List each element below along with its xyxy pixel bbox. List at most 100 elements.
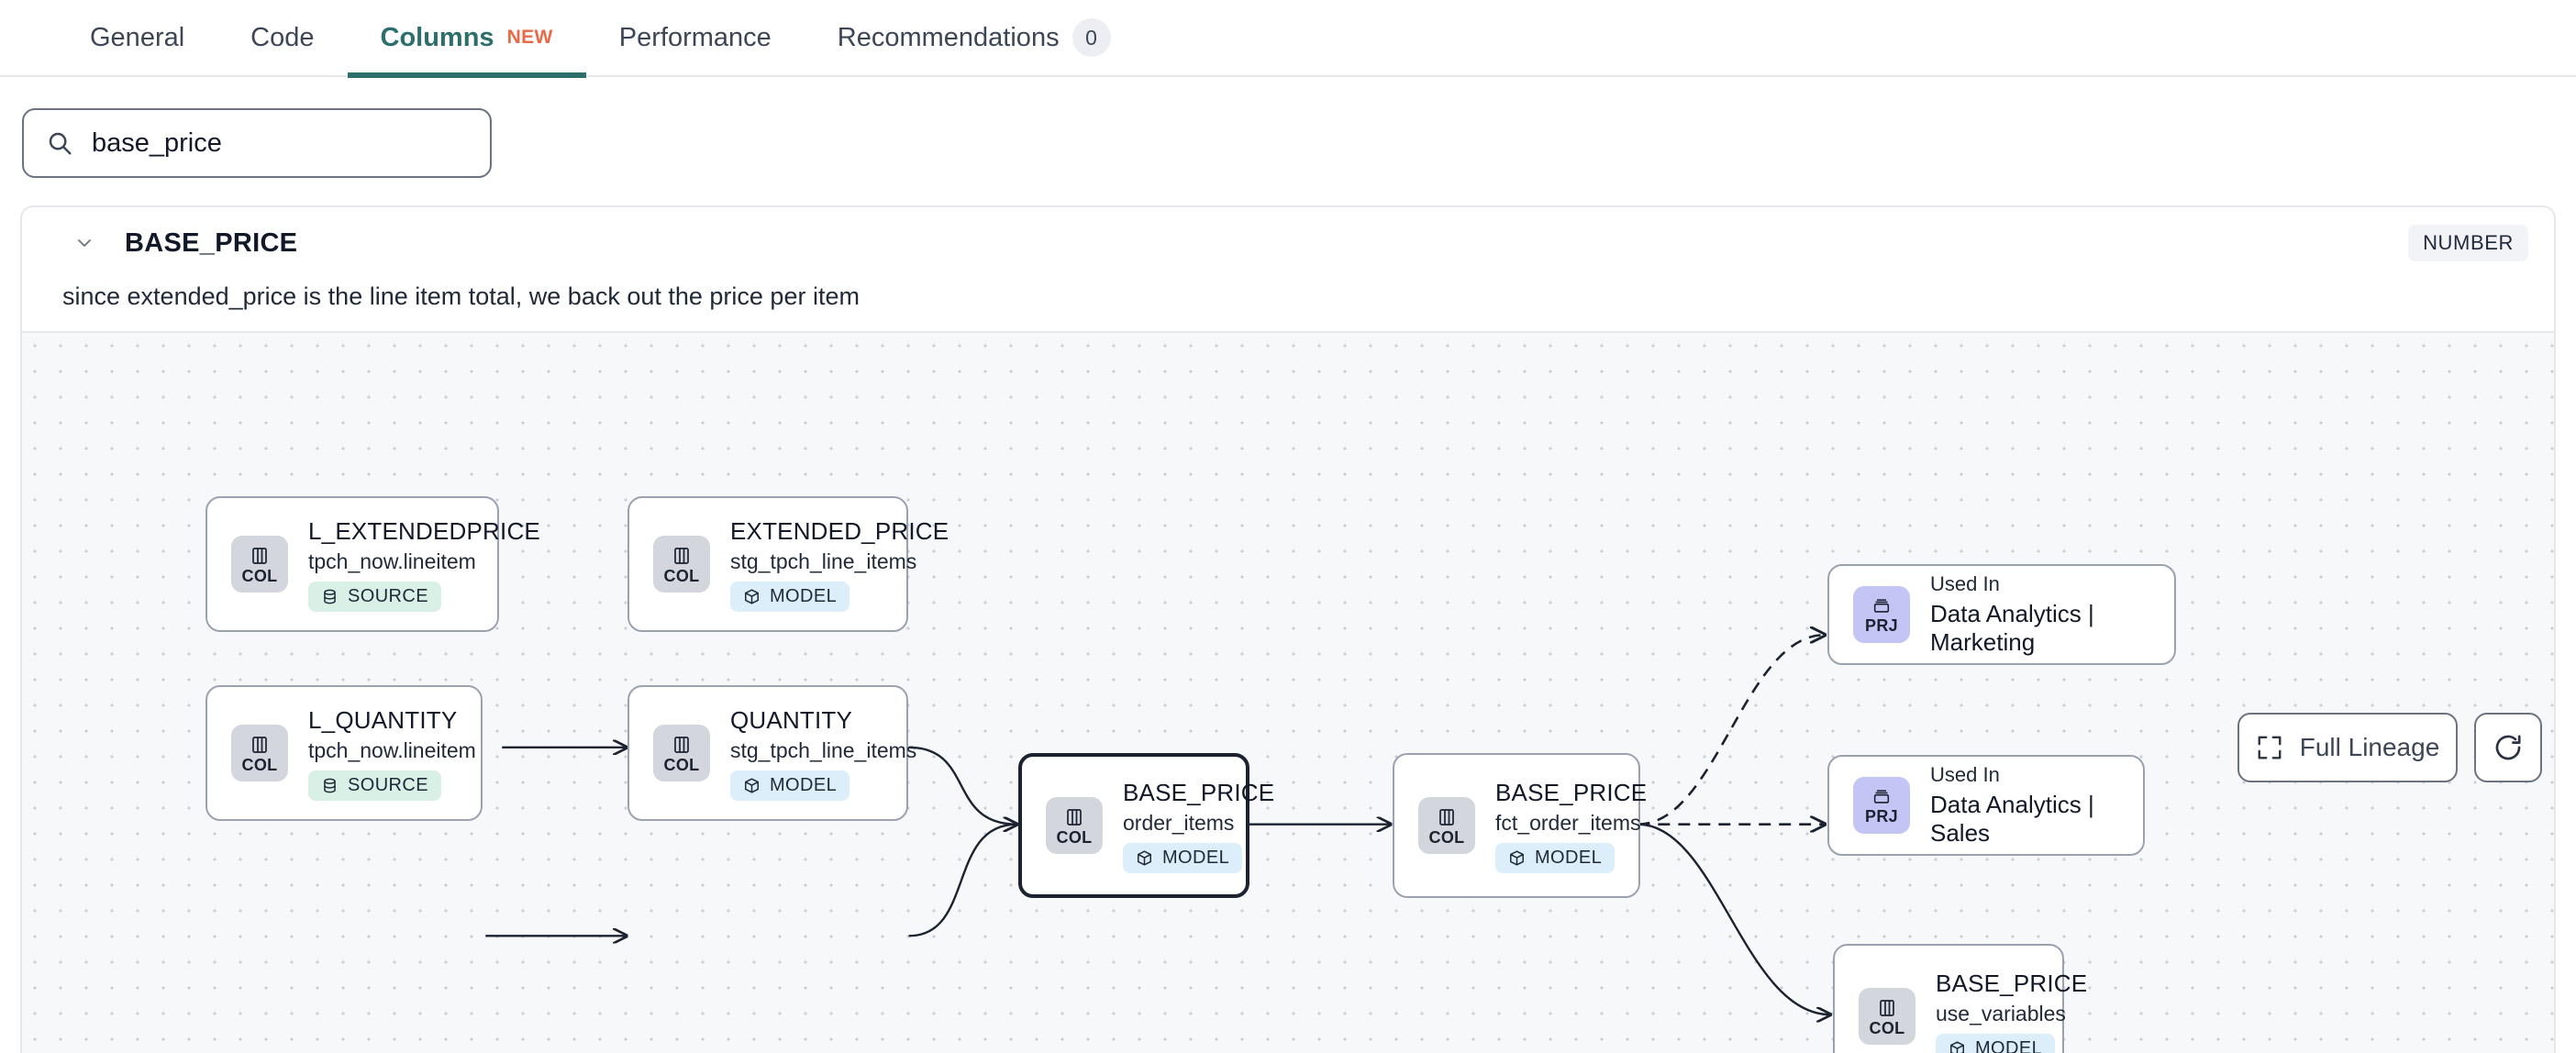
search-icon — [46, 129, 73, 157]
node-body: EXTENDED_PRICE stg_tpch_line_items MODEL — [730, 517, 949, 612]
node-body: Used In Data Analytics | Marketing — [1930, 572, 2150, 657]
lineage-node-base-price-order-items[interactable]: COL BASE_PRICE order_items MODEL — [1018, 753, 1274, 898]
node-tag-model: MODEL — [730, 770, 850, 801]
node-tag-label: MODEL — [770, 585, 838, 606]
chevron-down-icon[interactable] — [73, 232, 97, 254]
node-tag-model: MODEL — [730, 581, 850, 612]
search-input-value: base_price — [92, 127, 222, 158]
prj-badge-label: PRJ — [1865, 615, 1898, 635]
lineage-node-l-extendedprice[interactable]: COL L_EXTENDEDPRICE tpch_now.lineitem SO… — [205, 496, 540, 632]
node-body: BASE_PRICE use_variables MODEL — [1936, 970, 2087, 1053]
lineage-node-l-quantity[interactable]: COL L_QUANTITY tpch_now.lineitem SOURCE — [205, 685, 483, 821]
node-tag-label: MODEL — [770, 774, 838, 795]
col-badge: COL — [1418, 797, 1475, 854]
node-title: L_QUANTITY — [308, 705, 458, 734]
node-tag-source: SOURCE — [308, 770, 441, 801]
cube-icon — [743, 588, 761, 605]
column-type-badge: NUMBER — [2408, 225, 2528, 261]
expand-icon — [2256, 734, 2283, 761]
column-panel-header[interactable]: BASE_PRICE NUMBER — [22, 207, 2554, 279]
tab-label: Recommendations — [837, 22, 1060, 52]
col-badge: COL — [1046, 797, 1103, 854]
col-badge: COL — [653, 725, 710, 781]
tab-recommendations[interactable]: Recommendations 0 — [805, 0, 1144, 76]
node-tag-model: MODEL — [1123, 842, 1243, 873]
node-tag-label: SOURCE — [348, 774, 428, 795]
col-badge-label: COL — [663, 755, 700, 774]
node-title: BASE_PRICE — [1123, 778, 1275, 806]
cube-icon — [1136, 849, 1153, 867]
column-panel: BASE_PRICE NUMBER since extended_price i… — [20, 205, 2556, 1053]
search-input[interactable]: base_price — [22, 108, 492, 178]
full-lineage-button[interactable]: Full Lineage — [2237, 713, 2458, 782]
node-body: BASE_PRICE fct_order_items MODEL — [1495, 779, 1647, 873]
node-subtitle: order_items — [1123, 810, 1235, 835]
col-badge: COL — [1859, 988, 1915, 1045]
node-tag-label: MODEL — [1162, 847, 1230, 868]
node-subtitle: use_variables — [1936, 1001, 2066, 1025]
node-subtitle: tpch_now.lineitem — [308, 737, 476, 762]
prj-badge: PRJ — [1853, 586, 1910, 643]
node-body: L_EXTENDEDPRICE tpch_now.lineitem SOURCE — [308, 517, 540, 612]
tab-bar: General Code Columns NEW Performance Rec… — [0, 0, 2576, 78]
project-name: Data Analytics | Sales — [1930, 791, 2094, 847]
node-title: EXTENDED_PRICE — [730, 516, 949, 545]
cube-icon — [743, 777, 761, 794]
node-body: BASE_PRICE order_items MODEL — [1123, 779, 1274, 873]
tab-label: Code — [250, 22, 315, 52]
node-tag-label: MODEL — [1535, 847, 1603, 868]
node-body: L_QUANTITY tpch_now.lineitem SOURCE — [308, 706, 476, 801]
prj-badge: PRJ — [1853, 777, 1910, 834]
lineage-canvas[interactable]: COL L_EXTENDEDPRICE tpch_now.lineitem SO… — [22, 331, 2554, 1053]
tab-columns[interactable]: Columns NEW — [347, 0, 587, 78]
node-subtitle: stg_tpch_line_items — [730, 737, 917, 762]
tab-performance[interactable]: Performance — [586, 0, 805, 76]
node-subtitle: fct_order_items — [1495, 810, 1641, 835]
cube-icon — [1949, 1040, 1966, 1053]
refresh-button[interactable] — [2474, 713, 2542, 782]
column-description: since extended_price is the line item to… — [62, 283, 860, 310]
node-tag-label: SOURCE — [348, 585, 428, 606]
node-tag-source: SOURCE — [308, 581, 441, 612]
node-title: L_EXTENDEDPRICE — [308, 516, 540, 545]
tab-label: Columns — [380, 22, 494, 52]
refresh-icon — [2493, 732, 2524, 763]
tab-code[interactable]: Code — [217, 0, 347, 76]
lineage-edges — [485, 333, 2554, 1053]
lineage-node-quantity[interactable]: COL QUANTITY stg_tpch_line_items MODEL — [627, 685, 916, 821]
full-lineage-label: Full Lineage — [2299, 733, 2440, 761]
lineage-node-project-marketing[interactable]: PRJ Used In Data Analytics | Marketing — [1827, 564, 2176, 665]
node-title: BASE_PRICE — [1495, 778, 1648, 806]
node-tag-model: MODEL — [1495, 842, 1616, 873]
col-badge: COL — [653, 536, 710, 593]
prj-badge-label: PRJ — [1865, 806, 1898, 826]
page-title: BASE_PRICE — [125, 227, 298, 258]
node-subtitle: stg_tpch_line_items — [730, 549, 917, 573]
col-badge-label: COL — [1428, 827, 1465, 847]
database-icon — [321, 777, 339, 794]
tab-general[interactable]: General — [57, 0, 217, 76]
tab-label: Performance — [618, 22, 772, 52]
lineage-node-project-sales[interactable]: PRJ Used In Data Analytics | Sales — [1827, 755, 2145, 856]
col-badge-label: COL — [663, 566, 700, 585]
node-title: QUANTITY — [730, 705, 853, 734]
col-badge-label: COL — [1869, 1018, 1905, 1037]
node-body: QUANTITY stg_tpch_line_items MODEL — [730, 706, 916, 801]
database-icon — [321, 588, 339, 605]
col-badge: COL — [231, 536, 288, 593]
col-badge-label: COL — [1056, 827, 1093, 847]
col-badge-label: COL — [241, 755, 278, 774]
lineage-node-base-price-fct-order-items[interactable]: COL BASE_PRICE fct_order_items MODEL — [1393, 753, 1647, 898]
search-area: base_price — [0, 77, 2576, 178]
node-tag-model: MODEL — [1936, 1033, 2056, 1053]
tab-new-flag: NEW — [506, 27, 553, 48]
cube-icon — [1508, 849, 1526, 867]
used-in-label: Used In — [1930, 572, 2000, 595]
lineage-node-extended-price[interactable]: COL EXTENDED_PRICE stg_tpch_line_items M… — [627, 496, 949, 632]
tab-label: General — [90, 22, 185, 52]
node-body: Used In Data Analytics | Sales — [1930, 763, 2119, 848]
col-badge-label: COL — [241, 566, 278, 585]
node-tag-label: MODEL — [1975, 1037, 2043, 1053]
lineage-node-base-price-use-variables[interactable]: COL BASE_PRICE use_variables MODEL — [1833, 944, 2087, 1053]
used-in-label: Used In — [1930, 763, 2000, 786]
